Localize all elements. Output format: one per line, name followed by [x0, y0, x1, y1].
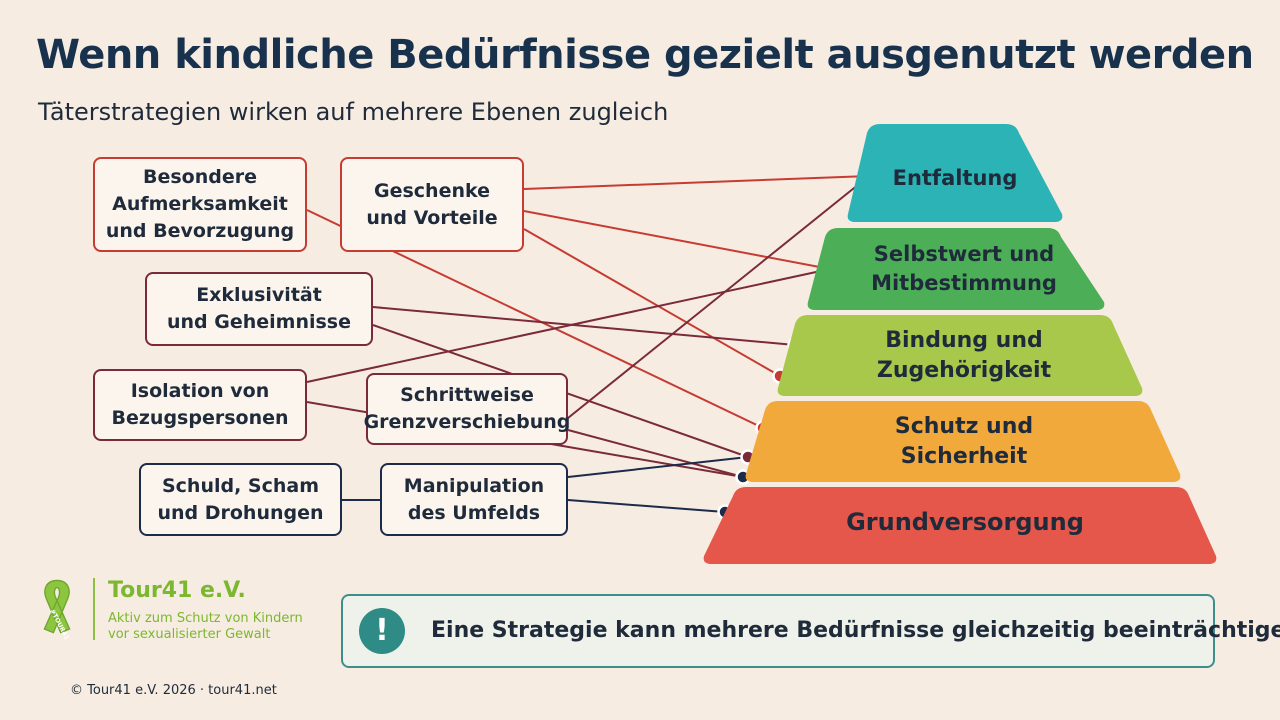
- connector-manipulation-schutz: [567, 456, 749, 478]
- strategy-schuld: Schuld, Scham und Drohungen: [139, 463, 342, 536]
- strategy-isolation: Isolation von Bezugspersonen: [93, 369, 307, 441]
- logo-tagline: Aktiv zum Schutz von Kindern vor sexuali…: [108, 611, 303, 642]
- connector-geschenke-entfaltung: [523, 175, 870, 190]
- strategy-manipulation: Manipulation des Umfelds: [380, 463, 568, 536]
- page-title: Wenn kindliche Bedürfnisse gezielt ausge…: [36, 32, 1254, 78]
- footer-copyright: © Tour41 e.V. 2026 · tour41.net: [70, 683, 277, 698]
- exclamation-icon: !: [359, 608, 405, 654]
- level-label-grundversorgung: Grundversorgung: [846, 508, 1084, 536]
- pyramid-level-entfaltung: [847, 124, 1063, 222]
- pyramid-level-selbstwert: [807, 228, 1105, 310]
- level-label-selbstwert: Selbstwert und Mitbestimmung: [871, 242, 1057, 295]
- pyramid-level-bindung: [777, 315, 1143, 396]
- strategy-grenzverschiebung: Schrittweise Grenzverschiebung: [364, 373, 570, 445]
- connector-isolation-selbstwert: [306, 268, 831, 383]
- tour41-ribbon-icon: #TOUR41: [43, 579, 71, 641]
- connector-grenzverschiebung-entfaltung: [567, 175, 870, 419]
- info-callout: ! Eine Strategie kann mehrere Bedürfniss…: [341, 594, 1280, 668]
- connector-geschenke-selbstwert: [523, 210, 831, 270]
- page-subtitle: Täterstrategien wirken auf mehrere Ebene…: [38, 98, 669, 126]
- pyramid-level-grundversorgung: [703, 487, 1217, 564]
- callout-text: Eine Strategie kann mehrere Bedürfnisse …: [431, 618, 1280, 643]
- connector-manipulation-grundversorgung: [567, 499, 726, 513]
- logo-name: Tour41 e.V.: [108, 578, 246, 603]
- level-label-entfaltung: Entfaltung: [892, 166, 1018, 190]
- level-label-schutz: Schutz und Sicherheit: [894, 414, 1034, 469]
- connector-geschenke-bindung: [523, 228, 781, 377]
- logo-divider: [93, 578, 95, 640]
- connector-exklusivitaet-bindung: [372, 306, 796, 346]
- pyramid-level-schutz: [745, 401, 1181, 482]
- strategy-geschenke: Geschenke und Vorteile: [340, 157, 524, 252]
- strategy-exklusivitaet: Exklusivität und Geheimnisse: [145, 272, 373, 346]
- needs-pyramid: [703, 124, 1217, 564]
- connector-grenzverschiebung-grundversorgung: [567, 429, 744, 478]
- strategy-aufmerksamkeit: Besondere Aufmerksamkeit und Bevorzugung: [93, 157, 307, 252]
- level-label-bindung: Bindung und Zugehörigkeit: [876, 328, 1052, 383]
